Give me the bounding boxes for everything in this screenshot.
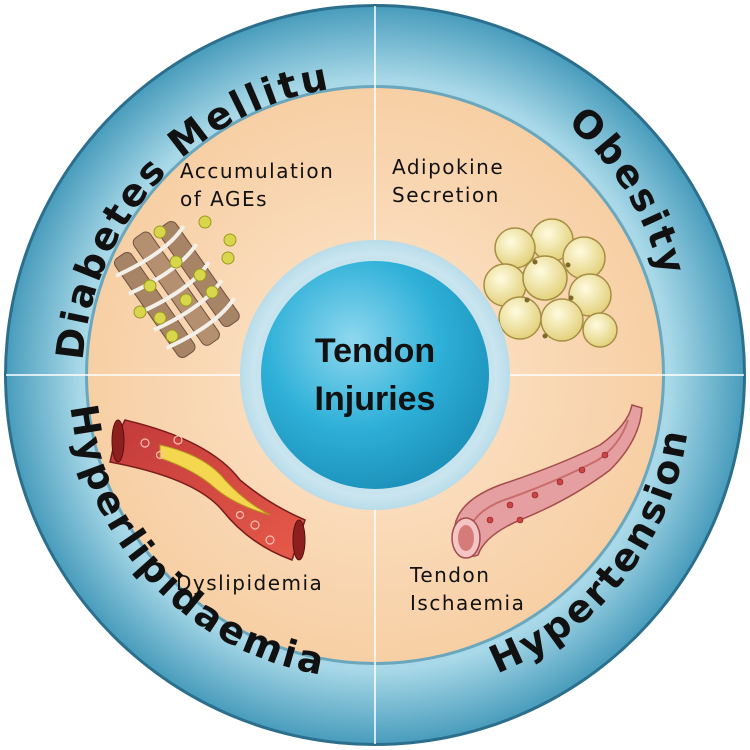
label-adipokine-line2: Secretion xyxy=(392,183,500,207)
tendon-vessel-illustration xyxy=(451,404,643,559)
label-ages-line2: of AGEs xyxy=(180,187,268,211)
label-adipokine-line1: Adipokine xyxy=(392,155,504,179)
center-circle xyxy=(261,261,489,489)
center-title-line1: Tendon xyxy=(315,332,435,370)
label-ischaemia-line1: Tendon xyxy=(409,563,490,587)
collagen-ages-illustration xyxy=(114,215,240,359)
label-ischaemia-line2: Ischaemia xyxy=(410,591,525,615)
artery-plaque-illustration xyxy=(109,419,306,561)
label-dyslipidemia: Dyslipidemia xyxy=(176,571,323,595)
center-title-line2: Injuries xyxy=(315,380,436,418)
adipocyte-nuclei xyxy=(524,259,574,339)
label-ages-line1: Accumulation xyxy=(180,159,334,183)
adipocytes-illustration xyxy=(483,218,618,348)
